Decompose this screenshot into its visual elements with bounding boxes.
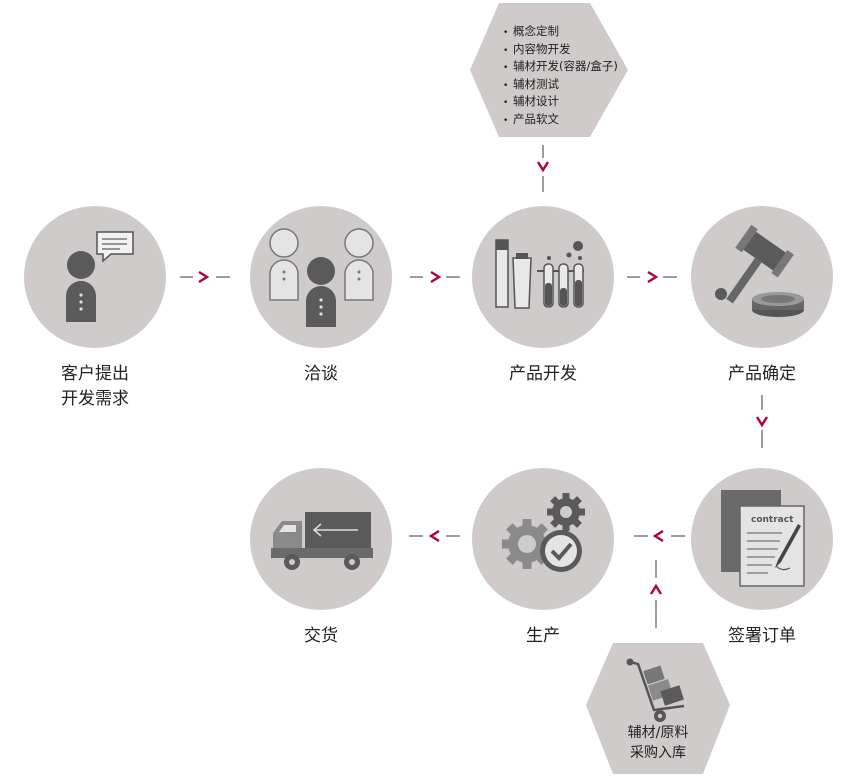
gears-check-icon bbox=[502, 493, 585, 572]
list-item: 辅材设计 bbox=[503, 94, 618, 112]
hand-truck-icon bbox=[626, 658, 685, 722]
step7-label: 交货 bbox=[304, 626, 338, 646]
procurement-label-line1: 辅材/原料 bbox=[627, 725, 689, 741]
arrow-right-icon bbox=[647, 270, 659, 284]
client-speech-icon bbox=[66, 231, 134, 322]
arrow-up-icon bbox=[649, 583, 663, 595]
arrow-down-icon bbox=[755, 416, 769, 428]
step4-label: 产品确定 bbox=[728, 364, 796, 384]
procurement-label: 辅材/原料 采购入库 bbox=[608, 723, 708, 763]
list-item: 概念定制 bbox=[503, 24, 618, 42]
contract-icon: contract bbox=[721, 490, 805, 587]
delivery-truck-icon bbox=[271, 512, 373, 570]
lab-tubes-icon bbox=[495, 239, 584, 309]
dev-details-list: 概念定制 内容物开发 辅材开发(容器/盒子) 辅材测试 辅材设计 产品软文 bbox=[503, 24, 618, 129]
step1-label-line2: 开发需求 bbox=[61, 389, 129, 409]
step1-circle bbox=[24, 206, 166, 348]
step6-label: 生产 bbox=[526, 626, 560, 646]
step3-circle bbox=[472, 206, 614, 348]
arrow-right-icon bbox=[198, 270, 210, 284]
arrow-right-icon bbox=[430, 270, 442, 284]
contract-word: contract bbox=[751, 515, 794, 525]
arrow-left-icon bbox=[652, 529, 664, 543]
procurement-label-line2: 采购入库 bbox=[630, 745, 686, 761]
step4-circle bbox=[691, 206, 833, 348]
people-meeting-icon bbox=[269, 228, 374, 327]
list-item: 辅材开发(容器/盒子) bbox=[503, 59, 618, 77]
step1-label: 客户提出 开发需求 bbox=[45, 362, 145, 412]
arrow-left-icon bbox=[428, 529, 440, 543]
step2-label: 洽谈 bbox=[304, 364, 338, 384]
arrow-down-icon bbox=[536, 161, 550, 173]
list-item: 产品软文 bbox=[503, 112, 618, 130]
gavel-icon bbox=[715, 224, 804, 317]
step1-label-line1: 客户提出 bbox=[61, 364, 129, 384]
step3-label: 产品开发 bbox=[509, 364, 577, 384]
list-item: 辅材测试 bbox=[503, 77, 618, 95]
list-item: 内容物开发 bbox=[503, 42, 618, 60]
step5-label: 签署订单 bbox=[728, 626, 796, 646]
